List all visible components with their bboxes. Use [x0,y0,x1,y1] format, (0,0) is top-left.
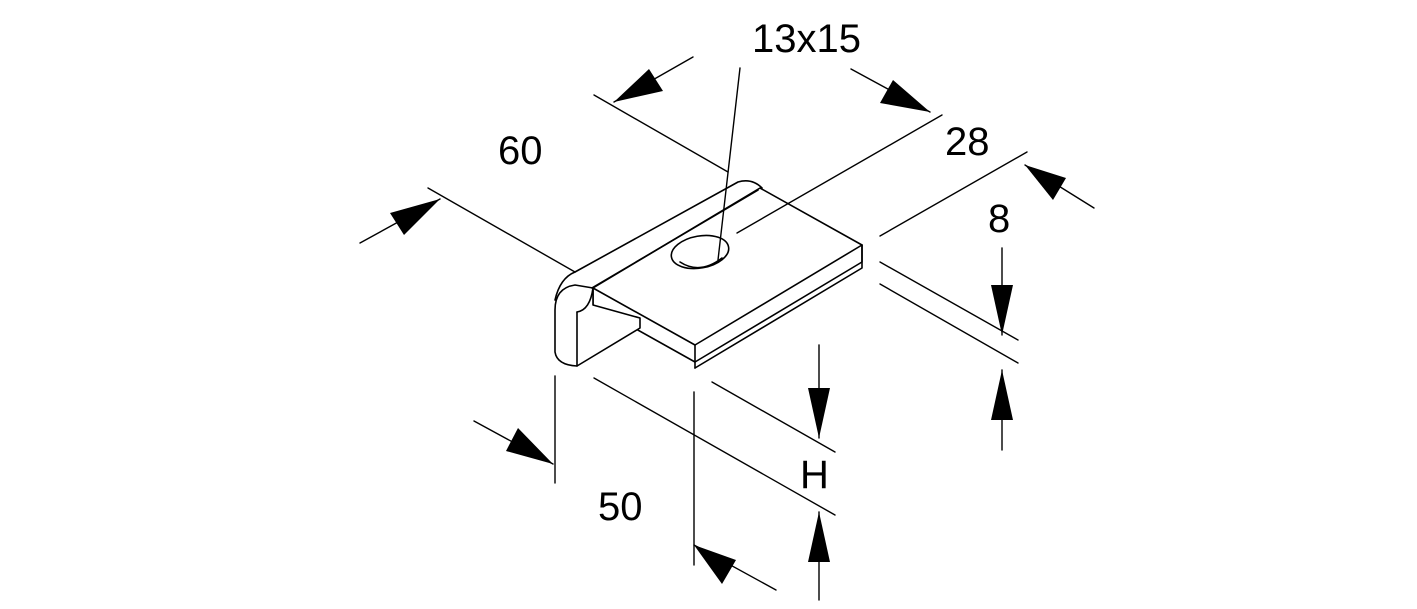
hook-inner-curve [576,287,594,313]
plate-bottom-edge [694,244,863,369]
thickness-dimension-label: 8 [988,197,1010,241]
arrow-8-bottom [991,370,1013,420]
arrow-50-right [694,545,736,584]
hook-ridge [574,180,763,273]
arrow-28 [1025,165,1066,200]
dimension-labels: 13x15 60 28 8 H 50 [498,17,1010,529]
arrow-h-bottom [808,512,830,562]
plate-top-face [592,187,863,363]
ridge-bend-line [591,189,759,289]
width-dimension-label: 28 [945,120,990,164]
arrow-13x15-right [880,80,930,112]
arrow-13x15-left [614,69,663,102]
clamp-part [554,180,863,369]
arrow-60 [390,199,440,235]
dimension-arrows [390,69,1066,584]
arrow-50-left [506,428,553,464]
base-dimension-label: 50 [598,485,643,529]
arrow-8-top [991,285,1013,335]
hook-ridge-lower [554,271,576,301]
hole-dimension-label: 13x15 [752,17,861,61]
arrow-h-top [808,388,830,438]
height-dimension-label: H [800,453,829,497]
length-dimension-label: 60 [498,129,543,173]
